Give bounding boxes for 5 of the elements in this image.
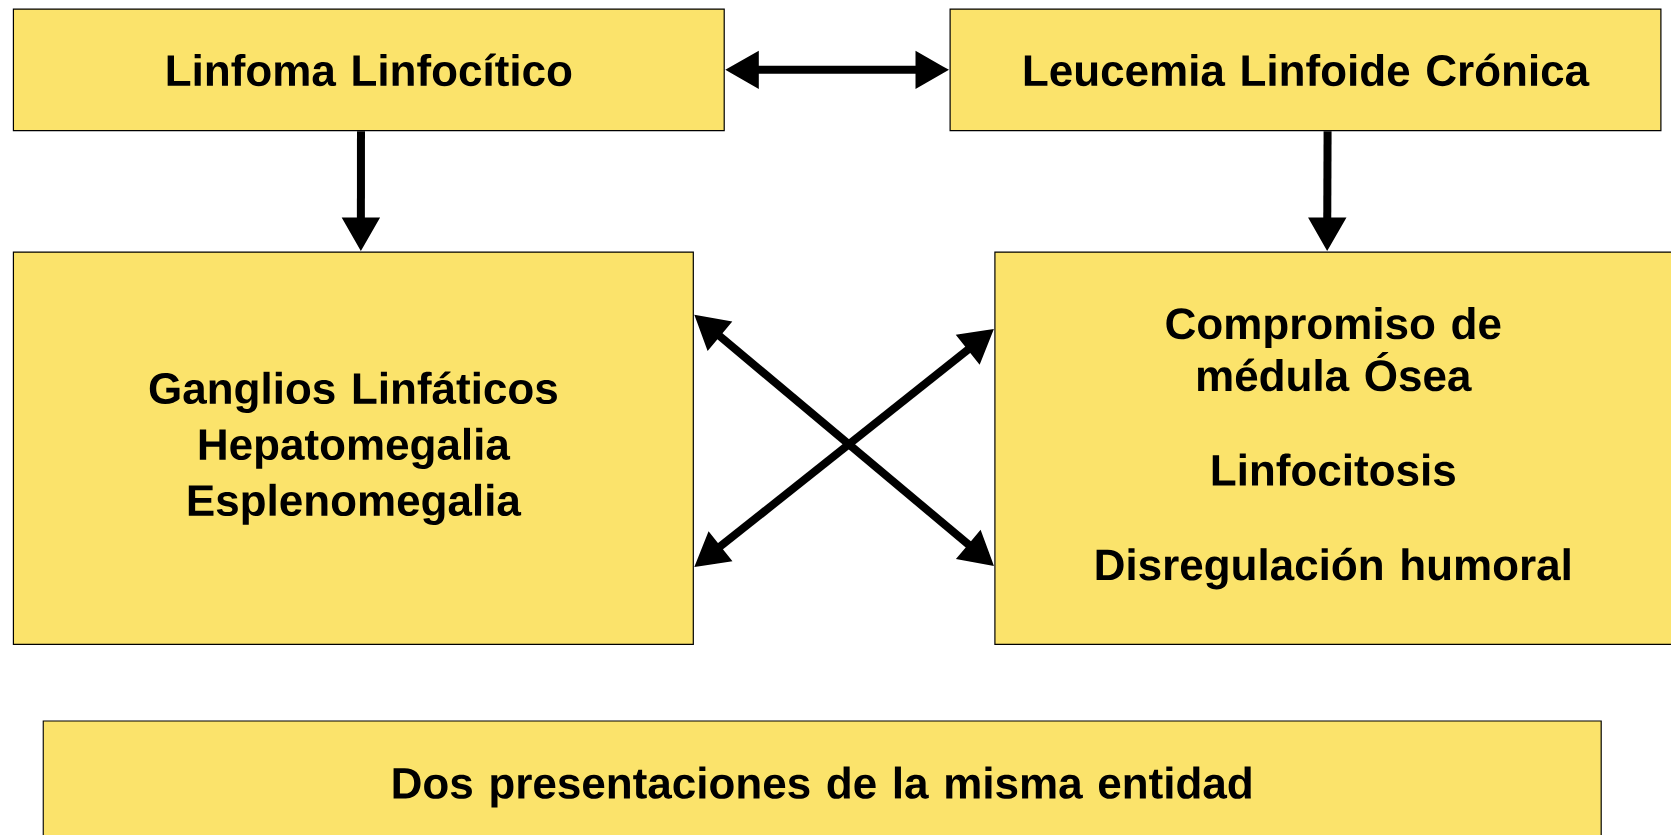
text-box: Compromiso de médula Ósea Linfocitosis Disregulación humoral bbox=[994, 251, 1671, 645]
text-box: Leucemia Linfoide Crónica bbox=[949, 8, 1662, 132]
text-box: Linfoma Linfocítico bbox=[12, 8, 725, 132]
text-box: Dos presentaciones de la misma entidad bbox=[42, 720, 1602, 835]
text-box: Ganglios Linfáticos Hepatomegalia Esplenomegalia bbox=[12, 251, 694, 645]
